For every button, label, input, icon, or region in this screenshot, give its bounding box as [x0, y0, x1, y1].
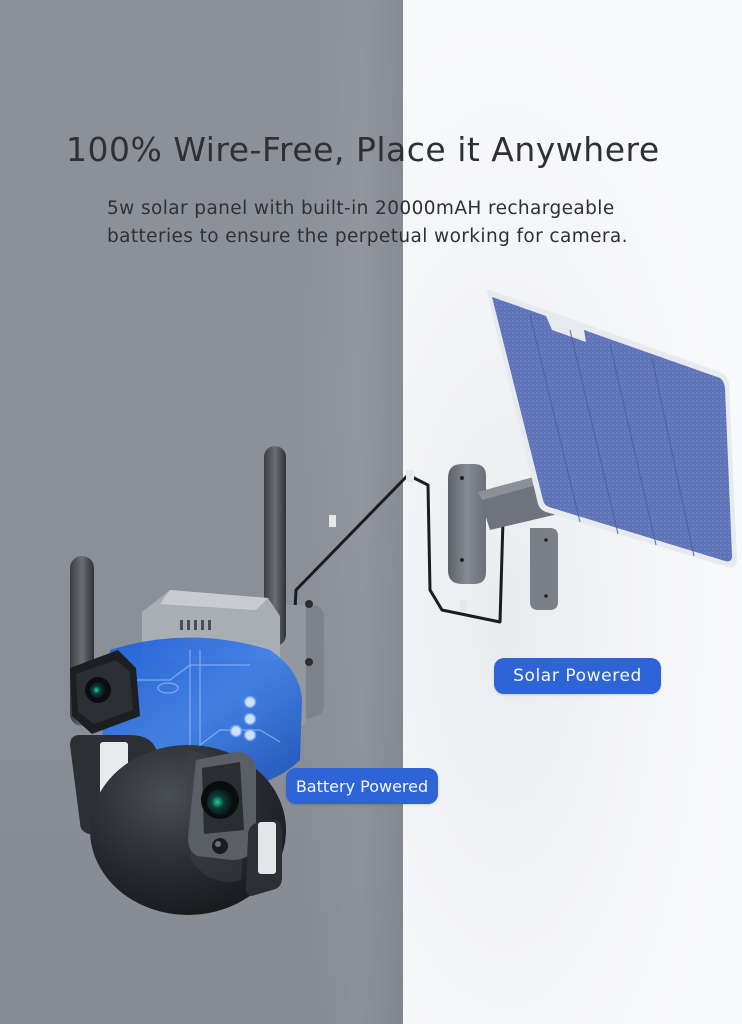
antenna-right	[264, 446, 286, 646]
solar-powered-label: Solar Powered	[494, 658, 661, 694]
cable	[291, 470, 505, 649]
battery-powered-label: Battery Powered	[286, 768, 438, 804]
secondary-camera	[70, 650, 140, 734]
camera-arm-right	[246, 820, 282, 896]
solar-panel	[485, 289, 737, 568]
headline: 100% Wire-Free, Place it Anywhere	[66, 130, 660, 170]
left-background-shade	[300, 0, 403, 1024]
camera-dome	[90, 745, 286, 915]
subtext: 5w solar panel with built-in 20000mAH re…	[107, 195, 707, 251]
subtext-line-1: 5w solar panel with built-in 20000mAH re…	[107, 198, 615, 219]
subtext-line-2: batteries to ensure the perpetual workin…	[107, 226, 628, 247]
